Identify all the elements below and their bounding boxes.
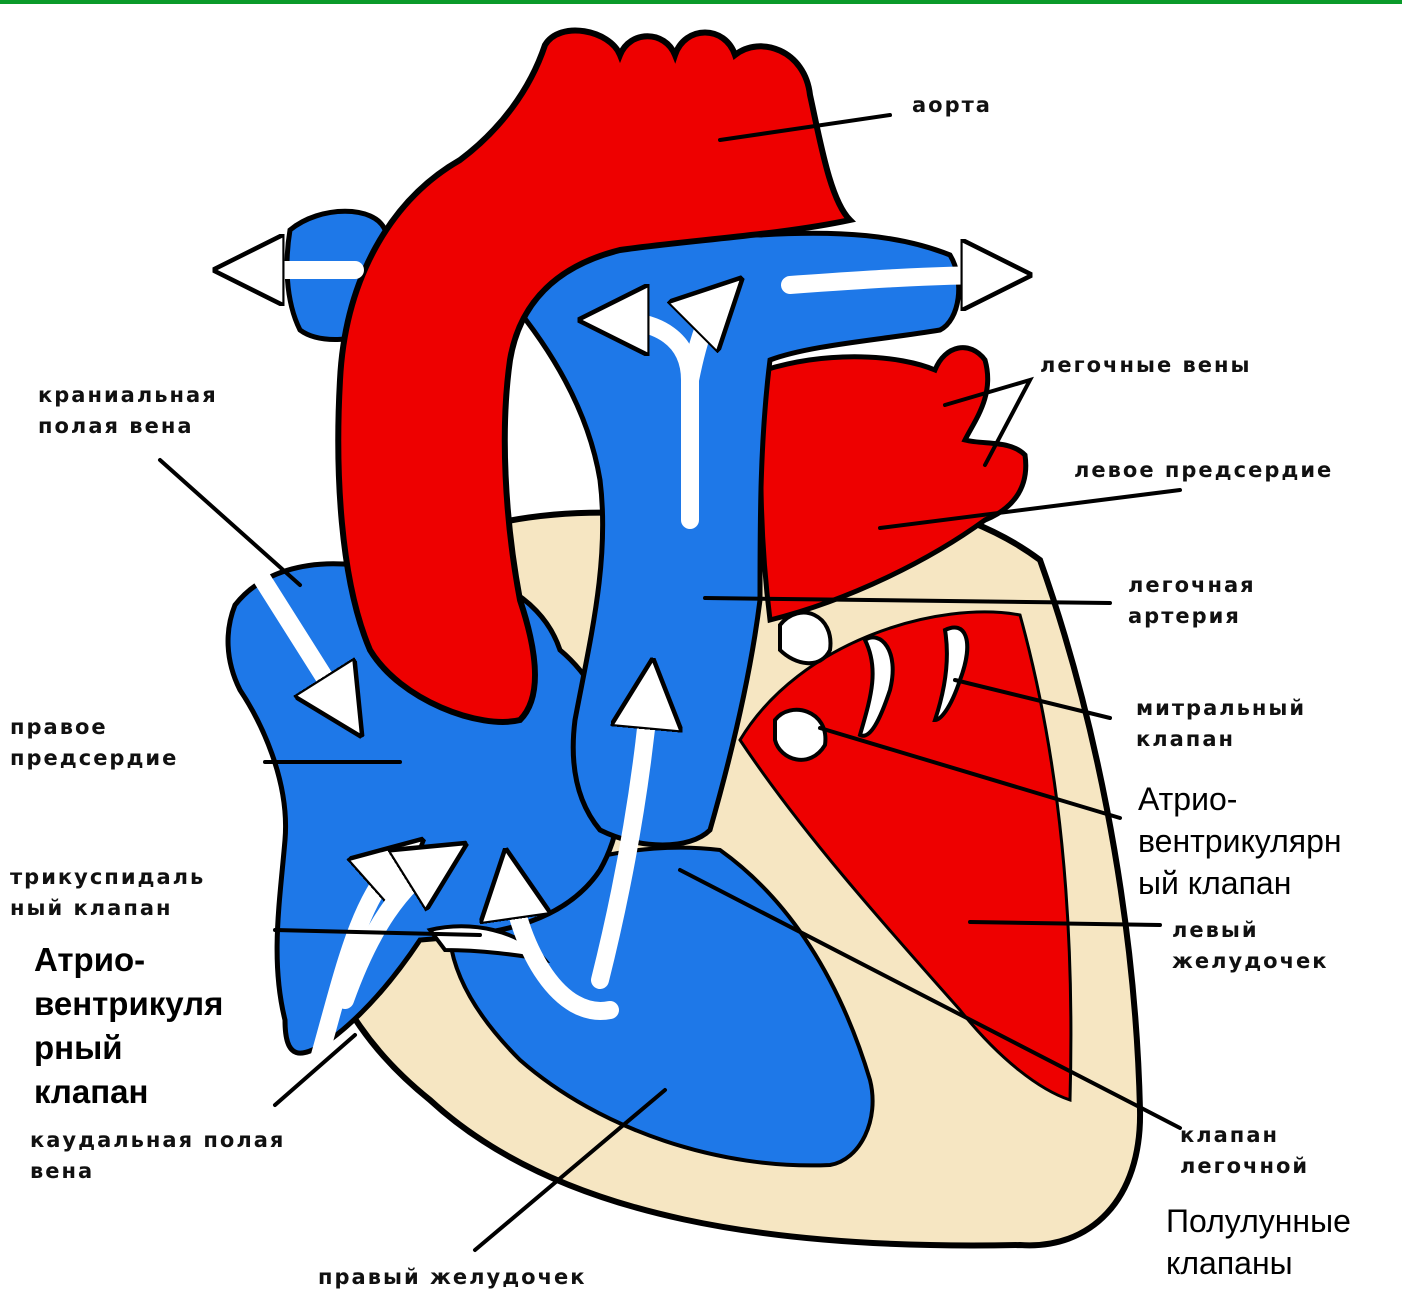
label-pulmonary-valve: клапан легочной [1180,1120,1309,1182]
label-caudal-vena-cava: каудальная полая вена [30,1125,285,1187]
label-av-valve-left: Атрио- вентрикуля рный клапан [34,938,223,1114]
label-left-atrium: левое предсердие [1074,455,1333,486]
label-mitral-valve: митральный клапан [1136,693,1306,755]
label-right-ventricle: правый желудочек [318,1262,587,1293]
label-pulmonary-artery: легочная артерия [1128,570,1256,632]
label-left-ventricle: левый желудочек [1172,915,1329,977]
label-aorta: аорта [912,90,992,121]
label-semilunar-valves: Полулунные клапаны [1166,1200,1351,1284]
label-av-valve-right: Атрио- вентрикулярн ый клапан [1138,778,1342,904]
label-cranial-vena-cava: краниальная полая вена [38,380,218,442]
label-pulmonary-veins: легочные вены [1040,350,1252,381]
label-right-atrium: правое предсердие [10,712,178,774]
label-tricuspid-valve: трикуспидаль ный клапан [10,862,205,924]
